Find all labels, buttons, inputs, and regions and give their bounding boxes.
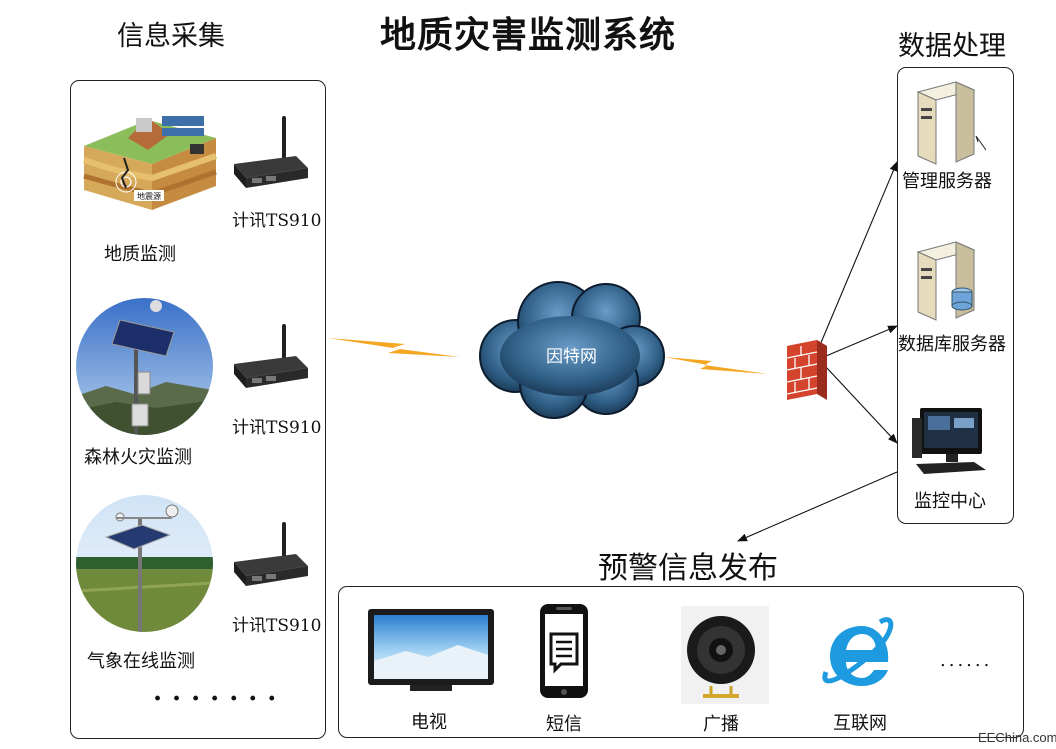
- router-icon-1: [234, 116, 308, 188]
- device-label-2: 计讯TS910: [232, 418, 322, 438]
- internet-label: 因特网: [546, 347, 597, 367]
- arrow-to-monitor-center: [825, 366, 898, 444]
- arrow-to-database-server: [825, 325, 898, 357]
- router-icon-2: [234, 324, 308, 388]
- arrow-to-management-server: [819, 161, 898, 346]
- tv-label: 电视: [411, 712, 447, 733]
- arrow-to-warning: [737, 471, 898, 542]
- firewall-icon: [786, 340, 827, 400]
- watermark: EEChina.com: [978, 730, 1056, 745]
- internet-explorer-icon: [822, 617, 894, 686]
- internet-label-warning: 互联网: [833, 713, 887, 734]
- forest-fire-station-image: [76, 298, 213, 435]
- device-label-3: 计讯TS910: [232, 616, 322, 636]
- weather-station-image: [76, 495, 213, 632]
- database-server-label: 数据库服务器: [898, 334, 1006, 355]
- sms-phone-icon: [540, 604, 588, 698]
- label-geology-monitoring: 地质监测: [104, 244, 176, 265]
- label-weather-monitoring: 气象在线监测: [87, 651, 195, 672]
- geology-map-label: 地震源: [137, 191, 161, 201]
- label-forest-fire-monitoring: 森林火灾监测: [84, 447, 192, 468]
- section-title-warning: 预警信息发布: [598, 551, 778, 586]
- warning-more: ......: [940, 650, 993, 671]
- database-server-icon: [916, 241, 976, 321]
- sms-label: 短信: [546, 714, 582, 735]
- management-server-label: 管理服务器: [902, 171, 992, 192]
- section-title-processing: 数据处理: [898, 31, 1006, 62]
- page-title: 地质灾害监测系统: [379, 14, 676, 56]
- lightning-link-right: [664, 357, 768, 374]
- tv-icon: [368, 609, 494, 691]
- broadcast-label: 广播: [703, 714, 739, 735]
- router-icon-3: [234, 522, 308, 586]
- collection-more: ·······: [153, 684, 287, 714]
- device-label-1: 计讯TS910: [232, 211, 322, 231]
- management-server-icon: [916, 81, 987, 165]
- internet-cloud-icon: [479, 281, 665, 419]
- monitor-center-label: 监控中心: [914, 491, 986, 512]
- section-title-collection: 信息采集: [117, 21, 225, 52]
- broadcast-speaker-icon: [681, 606, 769, 704]
- lightning-link-left: [328, 338, 460, 357]
- geology-map-image: 地震源: [83, 116, 217, 210]
- monitor-center-icon: [912, 408, 986, 474]
